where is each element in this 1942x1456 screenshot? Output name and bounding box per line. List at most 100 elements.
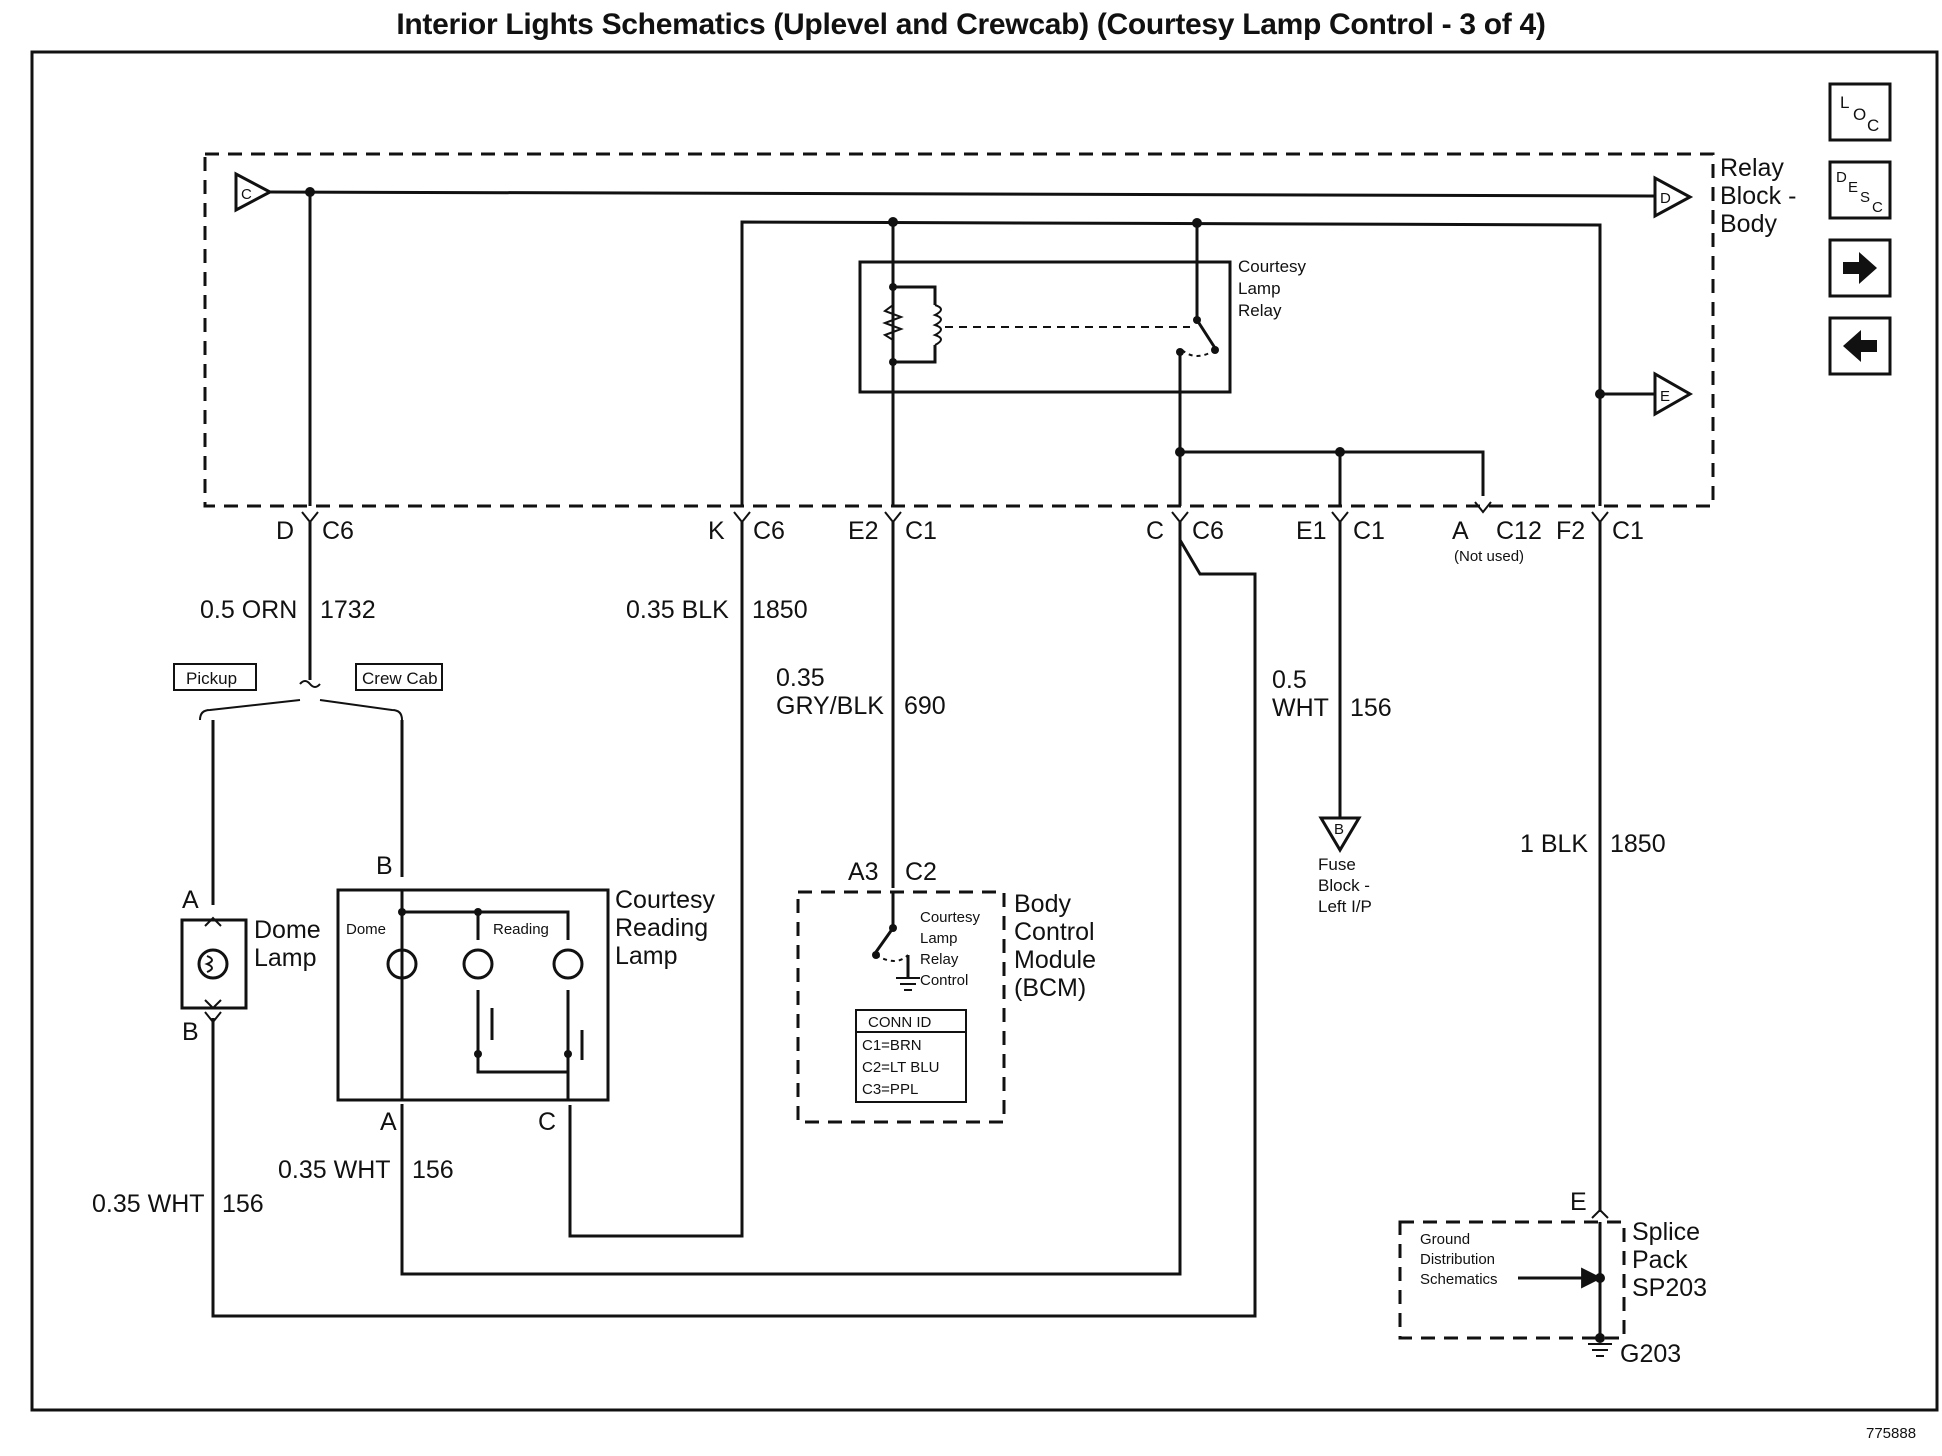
loc-l: L [1840, 93, 1849, 112]
reading-pin-c: C [538, 1108, 556, 1136]
bcm-ctl-1: Courtesy [920, 909, 981, 926]
relay-block-label-2: Block - [1720, 182, 1796, 210]
bcm-ctl-4: Control [920, 972, 968, 989]
wire-k-bus [740, 220, 1602, 506]
splice-pack [1398, 1220, 1626, 1340]
flag-b-fuse [1318, 816, 1362, 853]
reading-dome-bulb-icon [386, 948, 418, 980]
wire-156-dome-color: 0.35 WHT [92, 1190, 205, 1218]
courtesy-lamp-relay [858, 260, 1232, 394]
desc-button[interactable]: D E S C [1828, 160, 1892, 220]
resistor-icon [882, 304, 904, 341]
ground-dist-2: Distribution [1420, 1251, 1495, 1268]
conn-c-c6: C6 [1192, 517, 1224, 545]
conn-id-c2: C2=LT BLU [862, 1059, 939, 1076]
wire-156-dome [211, 539, 1257, 1318]
conn-id-c3: C3=PPL [862, 1081, 918, 1098]
fuse-block-label-1: Fuse [1318, 855, 1356, 874]
option-crew-cab-label: Crew Cab [362, 669, 438, 688]
option-pickup [173, 663, 257, 691]
bcm-label-1: Body [1014, 890, 1071, 918]
wire-1850-1-color: 1 BLK [1520, 830, 1588, 858]
wire-1850-1-circuit: 1850 [1610, 830, 1666, 858]
conn-e2-c1: C1 [905, 517, 937, 545]
ground-dist-3: Schematics [1420, 1271, 1498, 1288]
dome-lamp-label-2: Lamp [254, 944, 317, 972]
desc-e: E [1848, 179, 1858, 196]
relay-label-3: Relay [1238, 301, 1282, 320]
relay-block-label-1: Relay [1720, 154, 1784, 182]
bcm-label-3: Module [1014, 946, 1096, 974]
page-frame [30, 50, 1939, 1412]
wire-690-gauge: 0.35 [776, 664, 825, 692]
relay-block-label-3: Body [1720, 210, 1777, 238]
reading-lamp-label-2: Reading [615, 914, 708, 942]
desc-s: S [1860, 189, 1870, 206]
bcm-label-4: (BCM) [1014, 974, 1086, 1002]
loc-c: C [1867, 116, 1879, 135]
wire-690-color: GRY/BLK [776, 692, 884, 720]
conn-f2-c1: C1 [1612, 517, 1644, 545]
conn-k-c6: C6 [753, 517, 785, 545]
relay-label-1: Courtesy [1238, 257, 1307, 276]
reading-right-bulb-icon [552, 948, 584, 980]
conn-f2-pin: F2 [1556, 517, 1585, 545]
relay-block-outline [203, 152, 1715, 508]
next-button[interactable] [1828, 238, 1892, 298]
flag-d-label: D [1660, 190, 1671, 207]
flag-e-label: E [1660, 388, 1670, 405]
wire-156-reading-color: 0.35 WHT [278, 1156, 391, 1184]
loc-o: O [1853, 105, 1866, 124]
wire-156-gauge: 0.5 [1272, 666, 1307, 694]
reading-pin-b: B [376, 852, 393, 880]
conn-id-title: CONN ID [868, 1014, 932, 1031]
conn-e1-c1: C1 [1353, 517, 1385, 545]
relay-label-2: Lamp [1238, 279, 1281, 298]
loc-button[interactable]: L O C [1828, 82, 1892, 142]
conn-a-c12: C12 [1496, 517, 1542, 545]
flag-c [234, 171, 274, 213]
conn-a-pin: A [1452, 517, 1469, 545]
conn-id-c1: C1=BRN [862, 1037, 922, 1054]
wire-156-dome-circuit: 156 [222, 1190, 264, 1218]
bcm-conn-c2: C2 [905, 858, 937, 886]
splice-label-2: Pack [1632, 1246, 1688, 1274]
dome-pin-b: B [182, 1018, 199, 1046]
dome-lamp [180, 918, 248, 1010]
flag-d [1653, 175, 1694, 219]
ground-dist-1: Ground [1420, 1231, 1470, 1248]
dome-pin-a: A [182, 886, 199, 914]
bcm-pin-a3: A3 [848, 858, 879, 886]
conn-d-pin: D [276, 517, 294, 545]
fuse-block-label-2: Block - [1318, 876, 1370, 895]
reading-dome-label: Dome [346, 921, 386, 938]
prev-button[interactable] [1828, 316, 1892, 376]
reading-lamp-label-3: Lamp [615, 942, 678, 970]
wire-1850-035 [568, 522, 744, 1238]
flag-b-label: B [1334, 821, 1344, 838]
reading-reading-label: Reading [493, 921, 549, 938]
conn-a-not-used: (Not used) [1454, 548, 1524, 565]
arrow-left-icon [1843, 330, 1877, 362]
figure-id: 775888 [1866, 1425, 1916, 1442]
wire-1732-color: 0.5 ORN [200, 596, 297, 624]
wire-690-circuit: 690 [904, 692, 946, 720]
fuse-block-label-3: Left I/P [1318, 897, 1372, 916]
bcm-ctl-2: Lamp [920, 930, 958, 947]
wire-c-d-bus [269, 190, 1656, 198]
courtesy-reading-lamp [336, 888, 610, 1102]
splice-pin-e: E [1570, 1188, 1587, 1216]
conn-e2-pin: E2 [848, 517, 879, 545]
desc-c: C [1872, 199, 1883, 216]
splice-label-1: Splice [1632, 1218, 1700, 1246]
wire-156-reading [400, 522, 1182, 1276]
reading-pin-a: A [380, 1108, 397, 1136]
flag-e [1653, 371, 1694, 417]
conn-e1-pin: E1 [1296, 517, 1327, 545]
body-control-module [796, 890, 1006, 1124]
desc-d: D [1836, 169, 1847, 186]
arrow-right-icon [1843, 252, 1877, 284]
wire-156-color: WHT [1272, 694, 1329, 722]
option-crew-cab [355, 663, 443, 691]
wire-156-circuit: 156 [1350, 694, 1392, 722]
